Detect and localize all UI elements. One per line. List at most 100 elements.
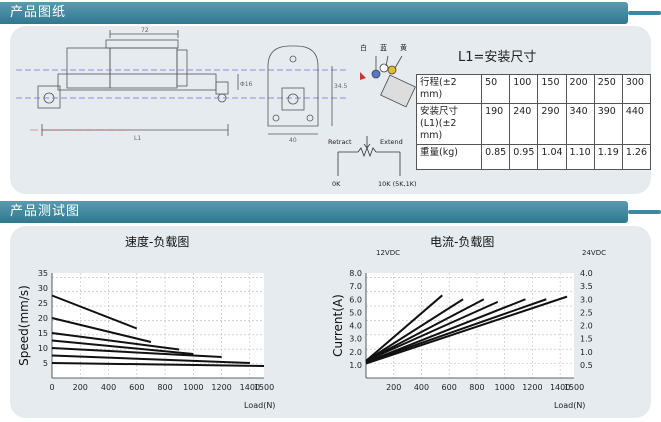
table-cell: 1.10 bbox=[565, 144, 595, 170]
table-cell: 250 bbox=[593, 74, 623, 104]
drawing-panel: 72 34.5 Φ16 L1 40 白 蓝 黄 bbox=[10, 26, 652, 194]
y2-tick-label: 1.0 bbox=[580, 348, 593, 357]
y-tick-label: 15 bbox=[38, 329, 48, 338]
table-cell: 390 bbox=[593, 103, 623, 145]
ten-k-label: 10K (5K,1K) bbox=[378, 180, 417, 188]
x-tick-label: 400 bbox=[414, 383, 429, 392]
technical-drawing: 72 34.5 Φ16 L1 40 白 蓝 黄 bbox=[16, 27, 417, 188]
series-line-3 bbox=[51, 332, 180, 351]
table-cell: 50 bbox=[481, 74, 511, 104]
x-tick-label: 1200 bbox=[211, 383, 231, 392]
dim-label-diam: Φ16 bbox=[240, 81, 253, 88]
x-tick-label: 400 bbox=[101, 383, 116, 392]
table-row: 行程(±2 mm) 50 100 150 200 250 300 bbox=[415, 74, 652, 104]
y-axis-label: Speed(mm/s) bbox=[17, 285, 31, 366]
x-tick-label: 800 bbox=[469, 383, 484, 392]
dim-label-72: 72 bbox=[141, 27, 149, 34]
x-tick-label: 1500 bbox=[564, 383, 584, 392]
table-cell: 290 bbox=[537, 103, 567, 145]
right-scale-label: 24VDC bbox=[582, 249, 606, 257]
motor-housing bbox=[66, 47, 111, 89]
y-tick-label: 20 bbox=[38, 314, 48, 323]
spec-table: 行程(±2 mm) 50 100 150 200 250 300 安装尺寸 (L… bbox=[415, 74, 652, 170]
table-cell: 150 bbox=[537, 74, 567, 104]
y-tick-label: 5 bbox=[43, 359, 48, 368]
chart-title: 电流-负载图 bbox=[430, 235, 494, 249]
table-cell: 重量(kg) bbox=[415, 144, 483, 170]
x-tick-label: 1500 bbox=[254, 383, 274, 392]
y-tick-label: 30 bbox=[38, 284, 48, 293]
retract-label: Retract bbox=[328, 138, 352, 146]
x-tick-label: 1000 bbox=[494, 383, 514, 392]
y2-tick-label: 3.0 bbox=[580, 295, 593, 304]
drawing-section-header: 产品图纸 bbox=[0, 2, 661, 24]
y2-tick-label: 1.5 bbox=[580, 335, 593, 344]
table-row: 重量(kg) 0.85 0.95 1.04 1.10 1.19 1.26 bbox=[415, 144, 652, 170]
dim-label-height: 34.5 bbox=[334, 83, 348, 90]
x-axis-label: Load(N) bbox=[554, 401, 585, 410]
l1-title: L1=安装尺寸 bbox=[458, 50, 537, 65]
table-cell: 190 bbox=[481, 103, 511, 145]
series-line-3 bbox=[365, 298, 485, 362]
table-cell: 340 bbox=[565, 103, 595, 145]
y-tick-label: 4.0 bbox=[349, 322, 362, 331]
x-tick-label: 1400 bbox=[550, 383, 570, 392]
series-line-5 bbox=[51, 347, 222, 358]
table-cell: 安装尺寸 (L1)(±2 mm) bbox=[415, 103, 483, 145]
table-cell: 0.95 bbox=[509, 144, 539, 170]
series-line-1 bbox=[365, 294, 443, 362]
zero-k-label: 0K bbox=[332, 180, 341, 188]
table-cell: 1.19 bbox=[593, 144, 623, 170]
x-tick-label: 600 bbox=[129, 383, 144, 392]
wire-label-yellow: 黄 bbox=[400, 43, 407, 52]
table-cell: 行程(±2 mm) bbox=[415, 74, 483, 104]
wire-label-white: 白 bbox=[360, 43, 367, 52]
drawing-section-title: 产品图纸 bbox=[10, 5, 67, 20]
x-tick-label: 800 bbox=[157, 383, 172, 392]
dim-label-40: 40 bbox=[289, 137, 297, 144]
x-tick-label: 1000 bbox=[183, 383, 203, 392]
table-cell: 200 bbox=[565, 74, 595, 104]
gearbox-housing bbox=[109, 47, 178, 89]
y2-tick-label: 2.0 bbox=[580, 322, 593, 331]
x-tick-label: 1200 bbox=[522, 383, 542, 392]
table-cell: 1.26 bbox=[621, 144, 652, 170]
series-line-6 bbox=[365, 298, 547, 364]
y2-tick-label: 2.5 bbox=[580, 308, 593, 317]
table-row: 安装尺寸 (L1)(±2 mm) 190 240 290 340 390 440 bbox=[415, 103, 652, 145]
y-tick-label: 25 bbox=[38, 299, 48, 308]
y2-tick-label: 0.5 bbox=[580, 361, 593, 370]
x-axis-label: Load(N) bbox=[244, 401, 275, 410]
series-line-2 bbox=[51, 317, 152, 343]
x-tick-label: 200 bbox=[386, 383, 401, 392]
y-tick-label: 3.0 bbox=[349, 335, 362, 344]
y-tick-label: 7.0 bbox=[349, 282, 362, 291]
y2-tick-label: 4.0 bbox=[580, 269, 593, 278]
series-line-5 bbox=[365, 298, 526, 364]
y2-tick-label: 3.5 bbox=[580, 282, 593, 291]
y-tick-label: 35 bbox=[38, 269, 48, 278]
series-line-1 bbox=[51, 294, 138, 330]
y-tick-label: 2.0 bbox=[349, 348, 362, 357]
y-tick-label: 5.0 bbox=[349, 308, 362, 317]
wire-label-blue: 蓝 bbox=[380, 43, 387, 52]
series-line-6 bbox=[51, 354, 250, 364]
test-section-header: 产品测试图 bbox=[0, 201, 661, 223]
y-tick-label: 1.0 bbox=[349, 361, 362, 370]
test-section-title: 产品测试图 bbox=[10, 204, 81, 219]
table-cell: 0.85 bbox=[481, 144, 511, 170]
chart-title: 速度-负载图 bbox=[125, 234, 189, 249]
series-line-4 bbox=[51, 339, 194, 355]
dim-label-l1: L1 bbox=[134, 135, 141, 142]
x-tick-label: 0 bbox=[49, 383, 54, 392]
series-line-4 bbox=[365, 300, 499, 362]
y-axis-label: Current(A) bbox=[331, 294, 345, 357]
series-line-7 bbox=[365, 295, 568, 365]
table-cell: 240 bbox=[509, 103, 539, 145]
x-tick-label: 1400 bbox=[240, 383, 260, 392]
y-tick-label: 6.0 bbox=[349, 295, 362, 304]
